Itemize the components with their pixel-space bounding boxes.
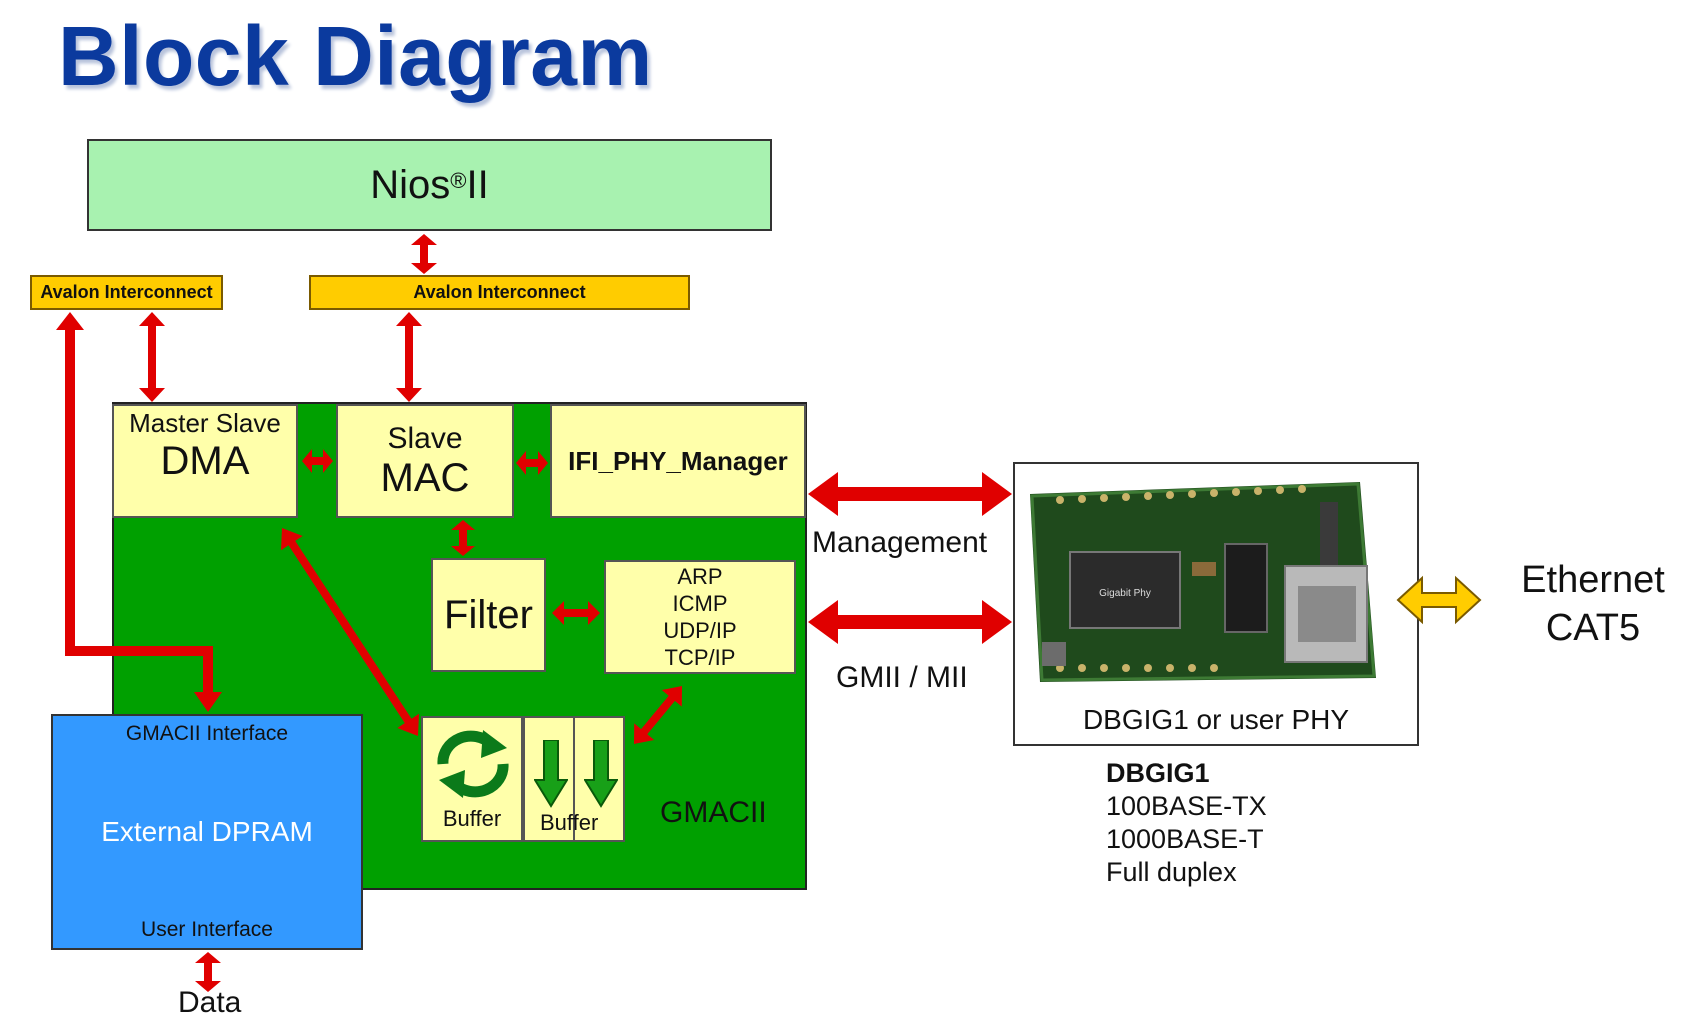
external-dpram-block: GMACII Interface External DPRAM User Int…: [51, 714, 363, 950]
dma-block: Master Slave DMA: [112, 404, 298, 518]
dma-label: DMA: [160, 439, 250, 483]
phy-board-image: Gigabit Phy: [1030, 482, 1376, 682]
chip-label: Gigabit Phy: [1099, 588, 1151, 599]
mac-block: Slave MAC: [336, 404, 514, 518]
management-label: Management: [812, 526, 988, 559]
avalon-center-label: Avalon Interconnect: [413, 282, 586, 302]
phy-manager-block: IFI_PHY_Manager: [550, 404, 806, 518]
phy-manager-label: IFI_PHY_Manager: [568, 445, 788, 476]
protocol-arp: ARP: [677, 564, 723, 589]
spec-100base-tx: 100BASE-TX: [1106, 791, 1267, 821]
nios-block: Nios®II: [87, 139, 772, 231]
management-arrow: [808, 472, 1012, 516]
data-label: Data: [178, 986, 242, 1019]
down-arrow-icon: [584, 740, 618, 808]
protocol-icmp: ICMP: [672, 591, 728, 616]
avalon-left-label: Avalon Interconnect: [40, 282, 213, 302]
nios-avalon-arrow: [411, 234, 437, 274]
gmii-arrow: [808, 600, 1012, 644]
gmacii-label: GMACII: [660, 796, 767, 829]
filter-label: Filter: [444, 592, 533, 637]
gmii-mii-label: GMII / MII: [836, 661, 968, 694]
page-title: Block Diagram: [58, 9, 653, 103]
spec-full-duplex: Full duplex: [1106, 857, 1237, 887]
avalon-mac-arrow: [396, 312, 422, 402]
ethernet-cat5-label: Ethernet CAT5: [1518, 556, 1668, 652]
avalon-interconnect-center: Avalon Interconnect: [309, 275, 690, 310]
phy-board-box: Gigabit Phy DBGIG1 or user PHY: [1013, 462, 1419, 746]
phy-caption: DBGIG1 or user PHY: [1082, 704, 1350, 735]
mac-label: MAC: [380, 455, 470, 500]
spec-1000base-t: 1000BASE-T: [1106, 824, 1264, 854]
dma-dpram-arrowhead-top: [56, 312, 84, 330]
refresh-cycle-icon: [437, 730, 509, 798]
user-interface-label: User Interface: [141, 918, 273, 941]
protocol-udp: UDP/IP: [663, 618, 737, 643]
cat5-label: CAT5: [1545, 607, 1641, 649]
dbgig1-specs: DBGIG1 100BASE-TX 1000BASE-T Full duplex: [1106, 757, 1267, 889]
gmacii-interface-label: GMACII Interface: [125, 722, 289, 745]
external-dpram-label: External DPRAM: [101, 816, 313, 847]
avalon-dma-arrow: [139, 312, 165, 402]
dma-ports-label: Master Slave: [129, 408, 281, 438]
avalon-interconnect-left: Avalon Interconnect: [30, 275, 223, 310]
nios-label: Nios: [370, 162, 451, 207]
buffer-block-cycle: Buffer: [421, 716, 523, 842]
buffer-label: Buffer: [540, 810, 599, 835]
registered-mark: ®: [450, 168, 467, 193]
buffer-block-rx: [523, 716, 575, 842]
nios-suffix: II: [466, 162, 489, 207]
protocol-tcp: TCP/IP: [664, 645, 736, 670]
buffer-block-tx: [573, 716, 625, 842]
dbgig1-title: DBGIG1: [1106, 758, 1210, 788]
protocol-block: ARP ICMP UDP/IP TCP/IP: [604, 560, 796, 674]
ethernet-label: Ethernet: [1521, 559, 1665, 601]
filter-block: Filter: [431, 558, 546, 672]
buffer-label: Buffer: [442, 806, 502, 831]
mac-port-label: Slave: [387, 421, 463, 455]
down-arrow-icon: [534, 740, 568, 808]
